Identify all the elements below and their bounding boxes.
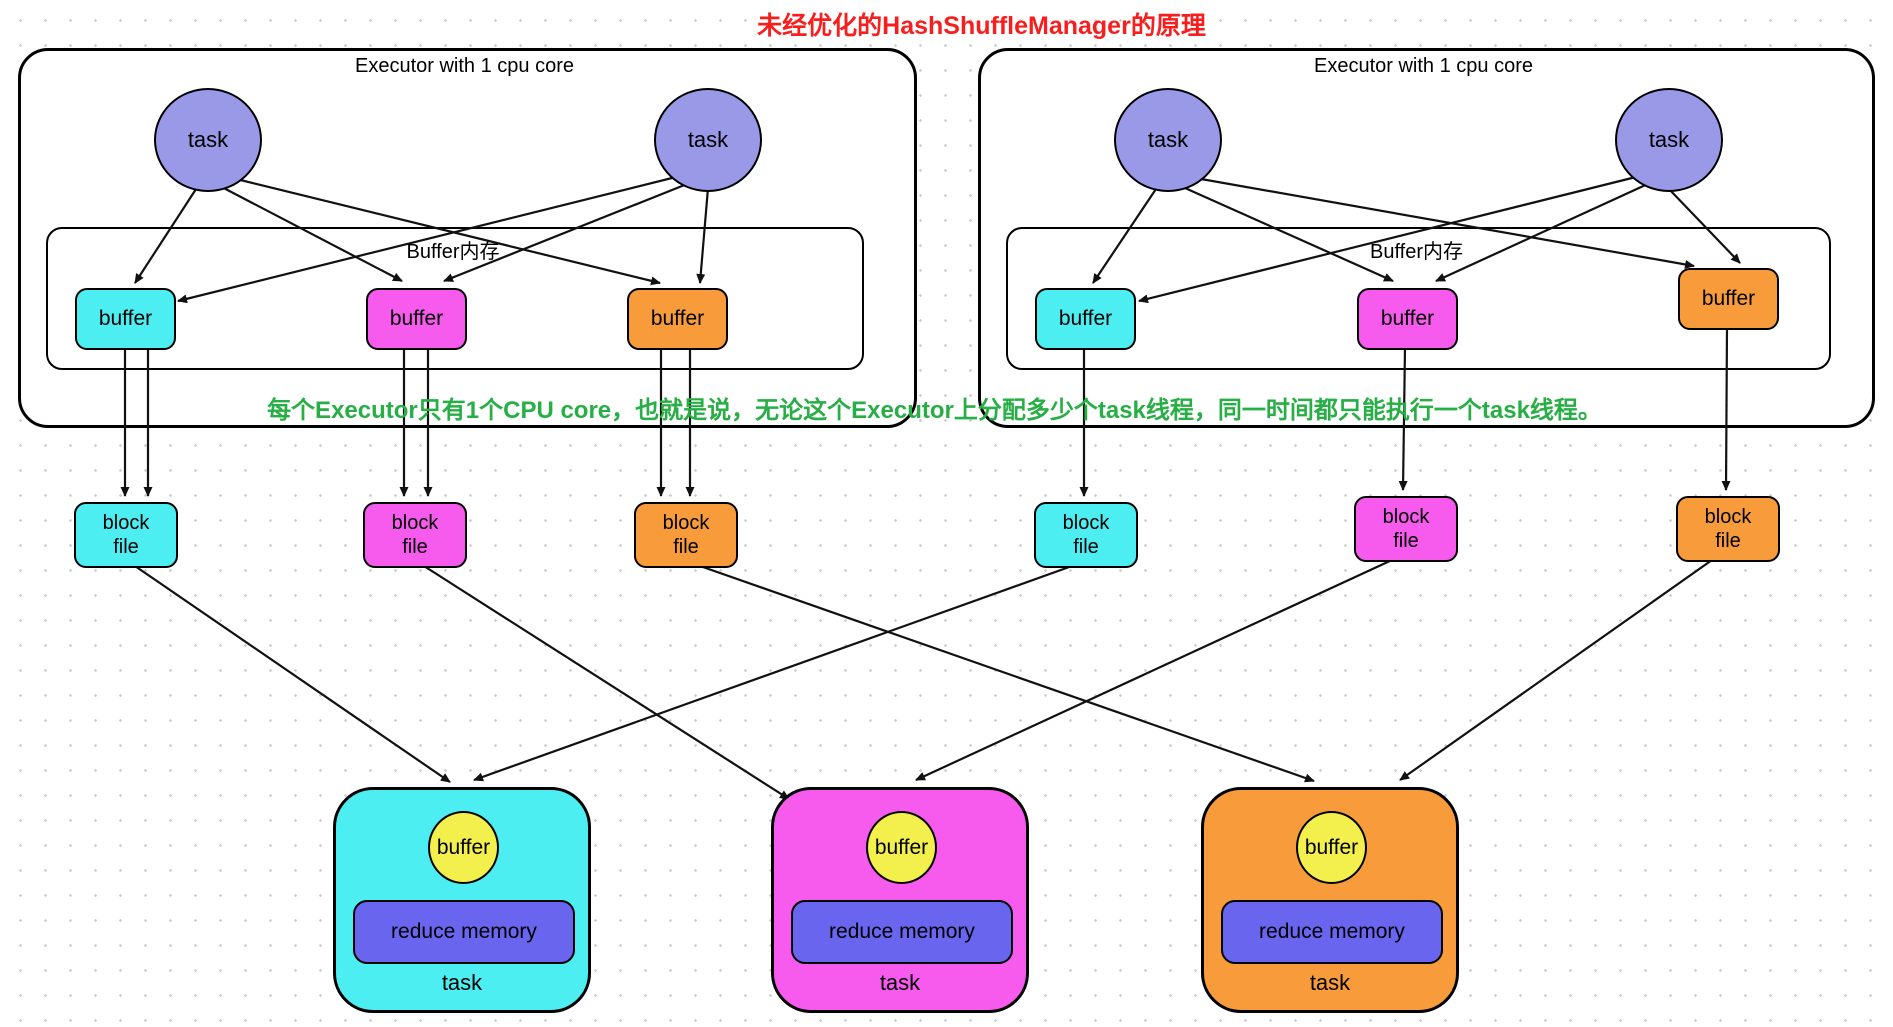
blockfile-right-cyan: block file xyxy=(1034,502,1138,568)
reduce-task-magenta: buffer reduce memory task xyxy=(771,787,1029,1013)
arrow-lcyan-blockfile-reduce xyxy=(134,565,451,783)
blockfile-right-magenta: block file xyxy=(1354,496,1458,562)
arrow-ltask2-magenta-buffer xyxy=(443,180,693,283)
buffer-right-cyan: buffer xyxy=(1035,288,1136,350)
blockfile-label-line2: file xyxy=(1393,530,1419,552)
buffer-left-orange: buffer xyxy=(627,288,728,350)
buffer-label: buffer xyxy=(389,307,444,330)
reduce-buffer-label: buffer xyxy=(436,835,491,859)
buffer-right-magenta: buffer xyxy=(1357,288,1458,350)
reduce-task-orange: buffer reduce memory task xyxy=(1201,787,1459,1013)
arrow-rtask2-cyan-buffer xyxy=(1138,172,1649,304)
arrow-rorange-blockfile-reduce xyxy=(1399,559,1713,781)
task-node-right-2: task xyxy=(1615,88,1723,192)
reduce-buffer-label: buffer xyxy=(874,835,929,859)
reduce-buffer-label: buffer xyxy=(1304,835,1359,859)
arrow-rtask1-orange-buffer xyxy=(1183,174,1695,269)
reduce-memory-label: reduce memory xyxy=(829,920,975,943)
arrow-rtask1-magenta-buffer xyxy=(1175,182,1394,283)
blockfile-label-line2: file xyxy=(113,536,139,558)
arrow-ltask1-orange-buffer xyxy=(223,174,661,286)
arrow-lmagenta-blockfile-reduce xyxy=(423,565,790,800)
arrow-rtask1-cyan-buffer xyxy=(1092,185,1159,284)
reduce-buffer-ellipse: buffer xyxy=(1296,811,1367,884)
buffer-label: buffer xyxy=(98,307,153,330)
reduce-buffer-ellipse: buffer xyxy=(866,811,937,884)
arrow-lorange-blockfile-reduce xyxy=(699,564,1315,783)
blockfile-label-line1: block xyxy=(1062,511,1110,534)
reduce-memory-label: reduce memory xyxy=(1259,920,1405,943)
task-node-label: task xyxy=(187,127,229,152)
arrow-ltask1-cyan-buffer xyxy=(134,185,199,284)
blockfile-label-line2: file xyxy=(1073,536,1099,558)
arrow-rtask2-orange-buffer xyxy=(1667,187,1741,264)
task-node-left-1: task xyxy=(154,88,262,192)
arrow-rmagenta-blockfile-reduce xyxy=(915,559,1393,781)
buffer-label: buffer xyxy=(1058,307,1113,330)
buffer-right-orange: buffer xyxy=(1678,268,1779,330)
reduce-memory-box: reduce memory xyxy=(353,900,575,964)
blockfile-label-line1: block xyxy=(1704,505,1752,528)
reduce-task-label: task xyxy=(879,970,921,995)
reduce-task-label: task xyxy=(1309,970,1351,995)
blockfile-label-line1: block xyxy=(1382,505,1430,528)
task-node-label: task xyxy=(1147,127,1189,152)
task-node-label: task xyxy=(1648,127,1690,152)
blockfile-label-line2: file xyxy=(673,536,699,558)
reduce-memory-box: reduce memory xyxy=(791,900,1013,964)
reduce-task-label: task xyxy=(441,970,483,995)
blockfile-left-magenta: block file xyxy=(363,502,467,568)
blockfile-right-orange: block file xyxy=(1676,496,1780,562)
blockfile-label-line1: block xyxy=(391,511,439,534)
task-node-left-2: task xyxy=(654,88,762,192)
reduce-task-cyan: buffer reduce memory task xyxy=(333,787,591,1013)
reduce-memory-label: reduce memory xyxy=(391,920,537,943)
arrow-rmagenta-buffer-blockfile xyxy=(1398,346,1408,491)
blockfile-left-cyan: block file xyxy=(74,502,178,568)
executor-right-title: Executor with 1 cpu core xyxy=(1314,55,1533,77)
note-text: 每个Executor只有1个CPU core，也就是说，无论这个Executor… xyxy=(267,397,1602,424)
arrow-ltask1-magenta-buffer xyxy=(215,183,403,282)
blockfile-label-line1: block xyxy=(662,511,710,534)
buffer-label: buffer xyxy=(1701,287,1756,310)
blockfile-label-line1: block xyxy=(102,511,150,534)
blockfile-label-line2: file xyxy=(402,536,428,558)
page-title: 未经优化的HashShuffleManager的原理 xyxy=(757,12,1206,40)
task-node-right-1: task xyxy=(1114,88,1222,192)
blockfile-left-orange: block file xyxy=(634,502,738,568)
executor-left-title: Executor with 1 cpu core xyxy=(355,55,574,77)
buffer-label: buffer xyxy=(1380,307,1435,330)
reduce-memory-box: reduce memory xyxy=(1221,900,1443,964)
buffer-label: buffer xyxy=(650,307,705,330)
buffer-left-magenta: buffer xyxy=(366,288,467,350)
arrow-ltask2-orange-buffer xyxy=(696,187,710,284)
arrow-ltask2-cyan-buffer xyxy=(177,172,689,304)
reduce-buffer-ellipse: buffer xyxy=(428,811,499,884)
buffer-memory-left-title: Buffer内存 xyxy=(406,241,500,263)
arrow-rcyan-blockfile-reduce xyxy=(473,564,1073,782)
buffer-left-cyan: buffer xyxy=(75,288,176,350)
task-node-label: task xyxy=(687,127,729,152)
blockfile-label-line2: file xyxy=(1715,530,1741,552)
arrow-rorange-buffer-blockfile xyxy=(1721,326,1731,491)
arrow-rtask2-magenta-buffer xyxy=(1435,181,1653,282)
buffer-memory-right-title: Buffer内存 xyxy=(1370,241,1463,263)
